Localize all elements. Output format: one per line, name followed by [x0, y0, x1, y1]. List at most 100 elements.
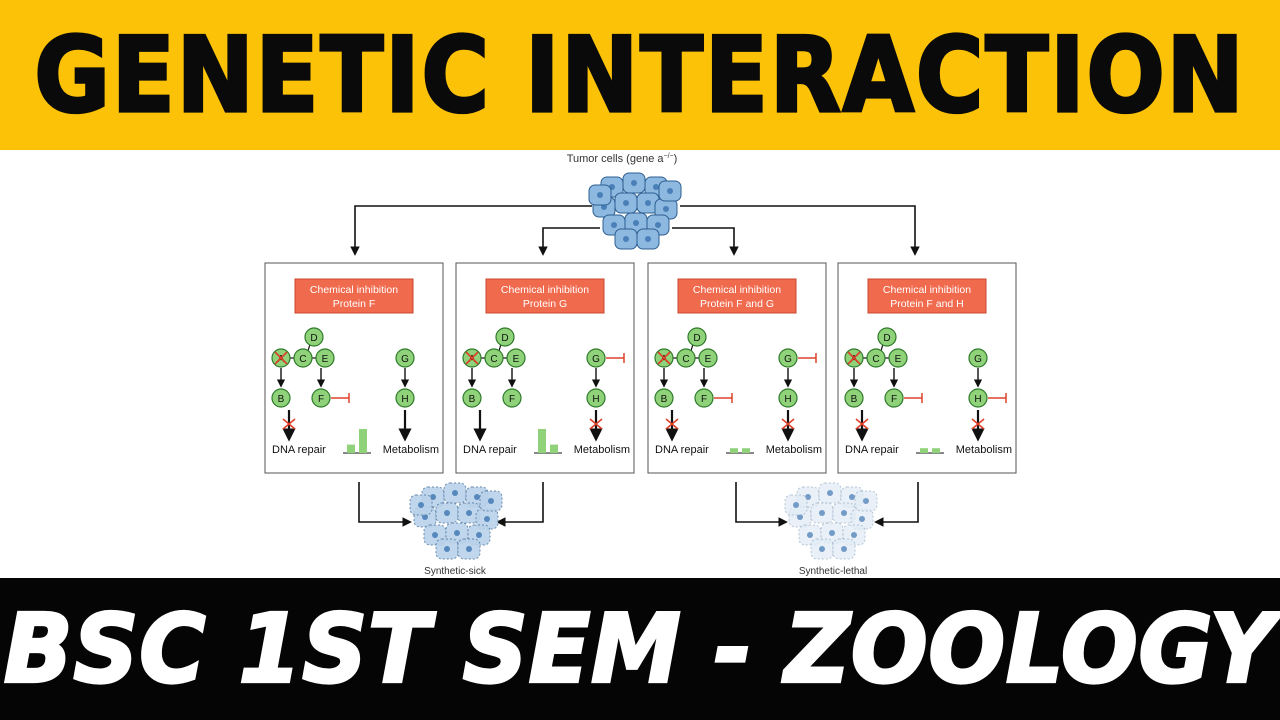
label-metabolism: Metabolism	[383, 444, 439, 456]
node-d	[877, 327, 897, 347]
node-label: E	[705, 354, 712, 365]
inhibition-text-line1: Chemical inhibition	[310, 284, 398, 296]
cell-nucleus	[631, 180, 637, 186]
cell-nucleus	[841, 546, 847, 552]
cell-nucleus	[829, 530, 835, 536]
node-label: E	[322, 354, 329, 365]
page-title: GENETIC INTERACTION	[33, 13, 1246, 136]
top-connectors	[350, 205, 920, 256]
inhibition-text-line2: Protein F and H	[890, 298, 964, 310]
node-label: B	[661, 394, 668, 405]
node-label: C	[682, 354, 689, 365]
crossed-mark	[274, 351, 288, 365]
cell-nucleus	[432, 532, 438, 538]
crossed-mark	[465, 351, 479, 365]
genetic-interaction-diagram: Tumor cells (gene a−/−) Chemical inhibit…	[264, 153, 1017, 577]
node-f	[884, 388, 904, 408]
node-f	[311, 388, 331, 408]
cell-nucleus	[422, 514, 428, 520]
cell-nucleus	[418, 502, 424, 508]
cell-nucleus	[623, 236, 629, 242]
inhibition-text-line1: Chemical inhibition	[693, 284, 781, 296]
node-label: F	[701, 394, 707, 405]
node-label: B	[851, 394, 858, 405]
cell-nucleus	[645, 200, 651, 206]
cell-nucleus	[454, 530, 460, 536]
cell-nucleus	[474, 494, 480, 500]
inhibition-box	[677, 278, 797, 314]
cell-nucleus	[849, 494, 855, 500]
node-d	[495, 327, 515, 347]
node-label: A	[851, 354, 858, 365]
cell-nucleus	[653, 184, 659, 190]
node-c	[676, 348, 696, 368]
synthetic-lethal-label: Synthetic-lethal	[799, 566, 867, 577]
label-metabolism: Metabolism	[574, 444, 630, 456]
node-label: H	[784, 394, 791, 405]
cell-nucleus	[859, 516, 865, 522]
node-b	[654, 388, 674, 408]
inhibition-box	[867, 278, 987, 314]
cell-nucleus	[444, 510, 450, 516]
inhibitor-mark	[714, 393, 733, 403]
node-h	[586, 388, 606, 408]
node-label: G	[401, 354, 409, 365]
node-label: F	[891, 394, 897, 405]
cell-nucleus	[655, 222, 661, 228]
bar-dna-repair	[920, 448, 928, 453]
node-f	[694, 388, 714, 408]
cell-nucleus	[793, 502, 799, 508]
node-label: E	[895, 354, 902, 365]
node-f	[502, 388, 522, 408]
node-label: D	[693, 333, 700, 344]
label-metabolism: Metabolism	[766, 444, 822, 456]
bar-metabolism	[932, 448, 940, 453]
cell-nucleus	[466, 546, 472, 552]
cell-nucleus	[611, 222, 617, 228]
node-label: A	[278, 354, 285, 365]
node-label: H	[592, 394, 599, 405]
blocked-mark	[855, 418, 869, 430]
blocked-mark	[282, 418, 296, 430]
node-c	[484, 348, 504, 368]
bar-dna-repair	[347, 444, 355, 453]
cell-nucleus	[444, 546, 450, 552]
synthetic-lethal-cluster	[784, 482, 878, 560]
node-label: C	[872, 354, 879, 365]
node-label: G	[592, 354, 600, 365]
inhibition-text-line2: Protein F and G	[700, 298, 774, 310]
label-dna-repair: DNA repair	[655, 444, 709, 456]
node-b	[271, 388, 291, 408]
blocked-mark	[971, 418, 985, 430]
cell-nucleus	[452, 490, 458, 496]
inhibition-box	[485, 278, 605, 314]
node-label: G	[784, 354, 792, 365]
cell-nucleus	[819, 510, 825, 516]
node-label: B	[278, 394, 285, 405]
cell-nucleus	[645, 236, 651, 242]
cell-nucleus	[807, 532, 813, 538]
cell-nucleus	[851, 532, 857, 538]
inhibitor-mark	[606, 353, 625, 363]
blocked-mark	[589, 418, 603, 430]
crossed-mark	[847, 351, 861, 365]
node-h	[778, 388, 798, 408]
subtitle-banner: BSC 1ST SEM - ZOOLOGY	[0, 578, 1280, 720]
node-g	[778, 348, 798, 368]
node-label: B	[469, 394, 476, 405]
inhibition-box	[294, 278, 414, 314]
node-g	[395, 348, 415, 368]
node-label: D	[310, 333, 317, 344]
label-dna-repair: DNA repair	[845, 444, 899, 456]
tumor-cell-cluster	[588, 172, 682, 250]
cell-nucleus	[797, 514, 803, 520]
node-label: F	[509, 394, 515, 405]
node-b	[844, 388, 864, 408]
bottom-connectors	[358, 482, 919, 527]
node-label: A	[469, 354, 476, 365]
inhibitor-mark	[331, 393, 350, 403]
